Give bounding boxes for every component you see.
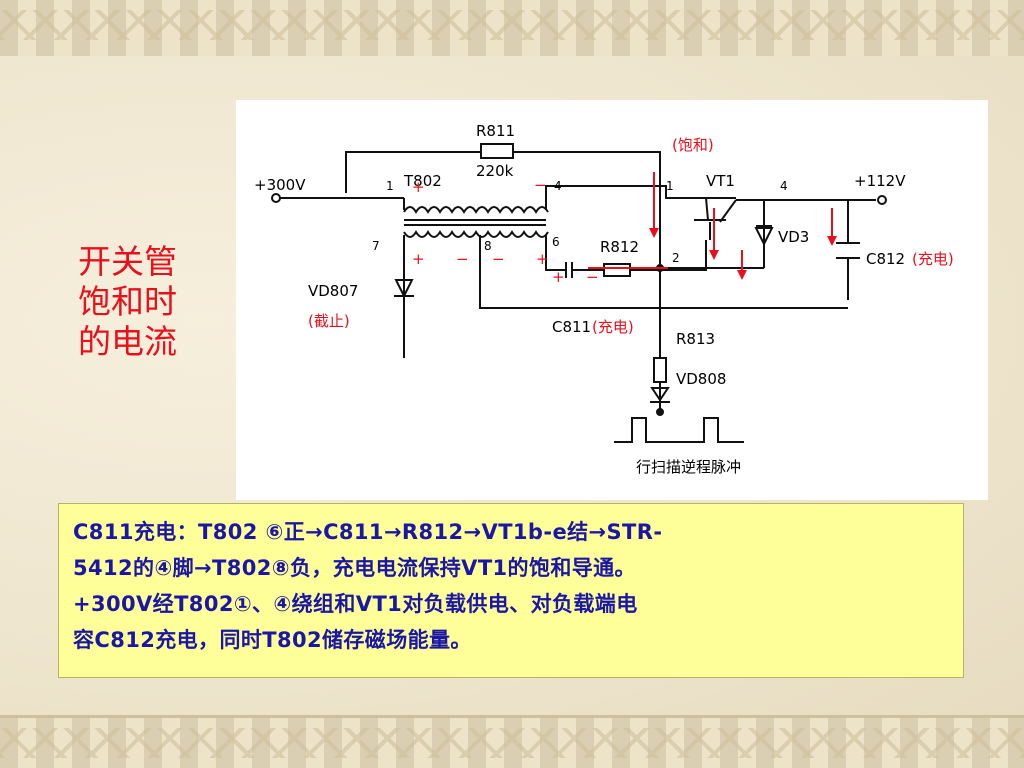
terminal-112v <box>877 195 887 205</box>
label-c812-note: (充电) <box>912 250 954 268</box>
top-decorative-border <box>0 0 1024 59</box>
bottom-decorative-border <box>0 715 1024 768</box>
transformer-primary-winding <box>403 206 549 214</box>
polarity-minus-pin4: − <box>534 176 547 194</box>
label-pin6: 6 <box>552 235 560 249</box>
polarity-minus-pin8: − <box>492 250 505 268</box>
title-line-3: 的电流 <box>78 322 177 361</box>
label-pin8: 8 <box>484 239 492 253</box>
vt1-collector-lead <box>705 197 709 221</box>
label-pin4-right: 4 <box>780 179 788 193</box>
label-vd808: VD808 <box>676 370 726 388</box>
label-r812: R812 <box>600 238 639 256</box>
label-pin1-vt1: 1 <box>666 179 674 193</box>
polarity-minus-c811: − <box>586 268 599 286</box>
wire-r811-right <box>513 151 661 358</box>
description-box: C811充电：T802 ⑥正→C811→R812→VT1b-e结→STR- 54… <box>58 503 964 678</box>
label-c812: C812 <box>866 250 905 268</box>
c811-capacitor <box>565 262 573 278</box>
label-flyback-pulse: 行扫描逆程脉冲 <box>636 458 741 476</box>
flyback-pulse-waveform <box>614 417 744 443</box>
label-pin2-vt1: 2 <box>672 251 680 265</box>
label-t802: T802 <box>403 172 442 190</box>
polarity-plus-pin1: + <box>412 178 425 196</box>
terminal-vd808 <box>656 408 664 416</box>
label-vd3: VD3 <box>778 228 809 246</box>
label-300v: +300V <box>254 176 306 194</box>
polarity-plus-c811: + <box>552 268 565 286</box>
label-c811-note: (充电) <box>592 318 634 336</box>
label-vt1: VT1 <box>706 172 735 190</box>
vt1-emitter <box>719 199 737 223</box>
r813-resistor <box>653 357 667 383</box>
terminal-300v <box>271 193 281 203</box>
wire-r811-left <box>345 151 481 193</box>
wire-r812-vt1-base <box>630 240 707 271</box>
title-line-1: 开关管 <box>78 242 177 281</box>
wire-pin4-to-vt1 <box>545 185 706 199</box>
description-line-1: C811充电：T802 ⑥正→C811→R812→VT1b-e结→STR- <box>73 520 663 544</box>
description-line-3: +300V经T802①、④绕组和VT1对负载供电、对负载端电 <box>73 592 638 616</box>
label-r813: R813 <box>676 330 715 348</box>
transformer-secondary-winding <box>403 230 549 238</box>
circuit-diagram: R811 220k +300V 1 T802 4 1 VT1 4 +112V (… <box>236 100 988 500</box>
c812-capacitor <box>836 242 860 259</box>
label-pin7: 7 <box>372 239 380 253</box>
label-saturation-note: (饱和) <box>672 136 714 154</box>
current-arrowhead-1 <box>649 228 659 238</box>
label-r811: R811 <box>476 122 515 140</box>
vd807-diode <box>394 279 414 299</box>
label-pin4-left: 4 <box>554 179 562 193</box>
current-arrowhead-4 <box>827 236 837 246</box>
polarity-plus-pin6: + <box>536 250 549 268</box>
slide-title: 开关管 饱和时 的电流 <box>78 242 218 362</box>
label-c811: C811 <box>552 318 591 336</box>
r811-resistor <box>480 143 514 159</box>
current-arrowhead-2 <box>709 250 719 260</box>
wire-pin6 <box>545 235 566 271</box>
label-112v: +112V <box>854 172 906 190</box>
label-vd807-note: (截止) <box>308 312 350 330</box>
vd808-diode <box>650 387 670 402</box>
current-arrowhead-3 <box>737 270 747 280</box>
r812-resistor <box>603 263 631 277</box>
label-vd807: VD807 <box>308 282 358 300</box>
polarity-plus-pin7: + <box>412 250 425 268</box>
description-line-4: 容C812充电，同时T802储存磁场能量。 <box>73 628 472 652</box>
circuit-schematic: R811 220k +300V 1 T802 4 1 VT1 4 +112V (… <box>254 122 954 476</box>
polarity-minus-pin7: − <box>456 250 469 268</box>
label-pin1-left: 1 <box>386 179 394 193</box>
wire-pin8-return <box>479 235 848 309</box>
vd3-diode <box>754 227 774 247</box>
label-r811-value: 220k <box>476 162 514 180</box>
title-line-2: 饱和时 <box>78 282 177 321</box>
description-line-2: 5412的④脚→T802⑧负，充电电流保持VT1的饱和导通。 <box>73 556 636 580</box>
